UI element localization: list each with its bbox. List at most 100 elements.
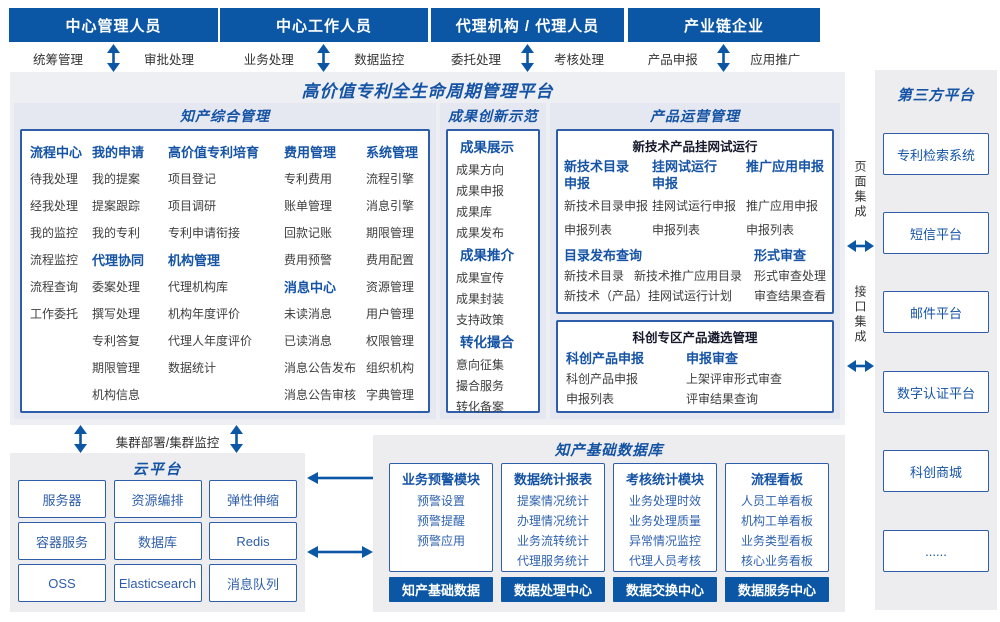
module-item: 上架评审形式审查 [686, 372, 783, 386]
vertical-double-arrow-icon [106, 44, 120, 72]
module-item: 审查结果查看 [753, 289, 826, 303]
module-item: 支持政策 [456, 313, 505, 327]
third-party-panel: 第三方平台 专利检索系统短信平台邮件平台数字认证平台科创商城...... [875, 70, 997, 610]
platform-panel: 高价值专利全生命周期管理平台 知产综合管理 流程中心待我处理经我处理我的监控流程… [10, 72, 845, 425]
module-header: 流程看板 [750, 472, 803, 487]
module-item: 业务流转统计 [516, 534, 589, 548]
db-module-box: 流程看板人员工单看板机构工单看板业务类型看板核心业务看板 [725, 463, 829, 572]
section-ip-management: 知产综合管理 流程中心待我处理经我处理我的监控流程监控流程查询工作委托我的申请我… [14, 103, 436, 419]
module-item: 数据统计 [168, 361, 217, 375]
module-column: 科创产品申报科创产品申报申报列表 [566, 349, 686, 409]
selection-box: 科创专区产品遴选管理 科创产品申报科创产品申报申报列表申报审查上架评审形式审查评… [556, 320, 834, 413]
module-item: 工作委托 [30, 307, 79, 321]
module-item: 委案处理 [92, 280, 141, 294]
module-item: 流程监控 [30, 253, 79, 267]
module-item: 消息引擎 [366, 199, 415, 213]
third-party-box: ...... [883, 530, 989, 572]
cloud-service-box: 数据库 [113, 522, 202, 560]
module-column: 费用管理专利费用账单管理回款记账费用预警消息中心未读消息已读消息消息公告发布消息… [284, 139, 366, 411]
module-item: 意向征集 [456, 358, 505, 372]
module-header: 我的申请 [92, 145, 145, 160]
cloud-service-box: 弹性伸缩 [209, 480, 297, 518]
module-header: 目录发布查询 [564, 248, 643, 263]
module-column: 挂网试运行 申报挂网试运行申报申报列表 [652, 158, 746, 242]
actor-title: 代理机构 / 代理人员 [431, 8, 624, 42]
horizontal-double-arrow-icon [847, 240, 874, 252]
module-item: 专利答复 [92, 334, 141, 348]
module-item: 专利申请衔接 [168, 226, 241, 240]
module-item: 组织机构 [366, 361, 415, 375]
module-column: 我的申请我的提案提案跟踪我的专利代理协同委案处理撰写处理专利答复期限管理机构信息 [92, 139, 168, 411]
module-item: 机构工单看板 [740, 514, 813, 528]
section-title: 产品运营管理 [650, 108, 740, 124]
module-column: 系统管理流程引擎消息引擎期限管理费用配置资源管理用户管理权限管理组织机构字典管理 [366, 139, 428, 411]
left-arrow-icon [307, 472, 373, 484]
module-item: 流程引擎 [366, 172, 415, 186]
module-item: 专利费用 [284, 172, 333, 186]
module-item: 业务类型看板 [740, 534, 813, 548]
module-item: 办理情况统计 [516, 514, 589, 528]
module-item: 消息公告发布 [284, 361, 357, 375]
db-footer-box: 数据交换中心 [613, 577, 717, 602]
module-header: 转化撮合 [460, 335, 514, 350]
module-item: 费用预警 [284, 253, 333, 267]
module-item: 我的提案 [92, 172, 141, 186]
catalog-query-group: 目录发布查询 新技术目录新技术推广应用目录新技术（产品）挂网试运行计划 [564, 246, 754, 306]
module-header: 挂网试运行 申报 [652, 159, 718, 191]
db-footer-box: 知产基础数据 [389, 577, 493, 602]
module-item: 账单管理 [284, 199, 333, 213]
formal-review-group: 形式审查 形式审查处理审查结果查看 [754, 246, 826, 306]
module-item: 代理人员考核 [628, 554, 701, 568]
module-item: 成果方向 [456, 163, 505, 177]
module-item: 新技术目录 [564, 269, 625, 283]
ip-database-title: 知产基础数据库 [554, 443, 664, 459]
actor-role-label: 委托处理 [450, 52, 501, 67]
module-item: 回款记账 [284, 226, 333, 240]
module-item: 成果申报 [456, 184, 505, 198]
actor-role-label: 业务处理 [243, 52, 294, 67]
actor-group-center-staff: 中心工作人员 业务处理 数据监控 [220, 8, 428, 72]
module-header: 形式审查 [753, 248, 806, 263]
module-item: 预警应用 [416, 534, 465, 548]
module-header: 成果展示 [460, 140, 514, 155]
achievement-box: 成果展示成果方向成果申报成果库成果发布成果推介成果宣传成果封装支持政策转化撮合意… [446, 129, 540, 414]
cloud-service-box: 服务器 [18, 480, 106, 518]
actor-role-label: 审批处理 [143, 52, 194, 67]
module-header: 高价值专利培育 [168, 145, 260, 160]
vertical-double-arrow-icon [74, 425, 87, 453]
horizontal-double-arrow-icon [847, 360, 874, 372]
module-item: 代理人年度评价 [168, 334, 253, 348]
module-item: 科创产品申报 [566, 372, 639, 386]
module-item: 经我处理 [30, 199, 79, 213]
module-column: 推广应用申报推广应用申报申报列表 [746, 158, 826, 242]
module-item: 预警设置 [416, 494, 465, 508]
module-item: 机构信息 [92, 388, 141, 402]
module-item: 评审结果查询 [686, 392, 759, 406]
actor-role-label: 数据监控 [354, 52, 405, 67]
module-item: 提案情况统计 [516, 494, 589, 508]
module-item: 新技术推广应用目录 [634, 269, 743, 283]
module-item: 异常情况监控 [628, 534, 701, 548]
cloud-service-box: OSS [18, 564, 106, 602]
module-item: 未读消息 [284, 307, 333, 321]
module-item: 项目登记 [168, 172, 217, 186]
module-item: 流程查询 [30, 280, 79, 294]
db-module-box: 考核统计模块业务处理时效业务处理质量异常情况监控代理人员考核 [613, 463, 717, 572]
module-item: 我的监控 [30, 226, 79, 240]
module-item: 期限管理 [366, 226, 415, 240]
db-module-box: 数据统计报表提案情况统计办理情况统计业务流转统计代理服务统计 [501, 463, 605, 572]
db-column: 业务预警模块预警设置预警提醒预警应用知产基础数据 [389, 463, 493, 602]
module-header: 代理协同 [92, 253, 145, 268]
api-integration-label: 接口集成 [853, 285, 867, 345]
actor-role-label: 考核处理 [553, 52, 604, 67]
cloud-service-box: 容器服务 [18, 522, 106, 560]
module-item: 用户管理 [366, 307, 415, 321]
module-item: 我的专利 [92, 226, 141, 240]
third-party-box: 短信平台 [883, 212, 989, 254]
module-header: 申报审查 [686, 351, 739, 366]
module-header: 业务预警模块 [401, 472, 480, 487]
actor-group-agency: 代理机构 / 代理人员 委托处理 考核处理 [431, 8, 624, 72]
section-title: 知产综合管理 [180, 108, 270, 124]
actor-title: 产业链企业 [628, 8, 820, 42]
